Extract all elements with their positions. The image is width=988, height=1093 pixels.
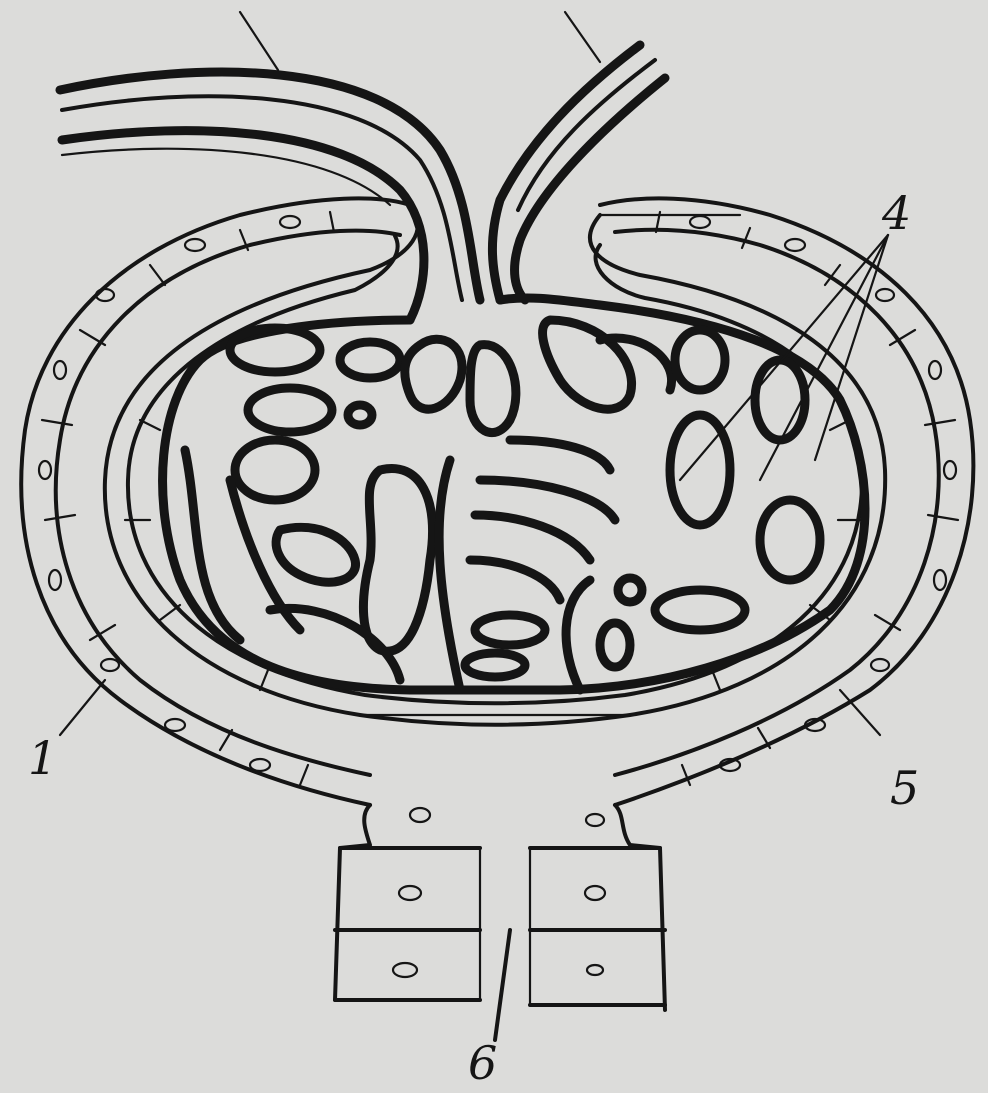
label-1-leader (60, 680, 105, 735)
vessel-leader-right (565, 12, 600, 62)
afferent-arteriole (60, 72, 480, 320)
label-4: 4 (882, 190, 911, 236)
label-5: 5 (890, 765, 919, 811)
label-1: 1 (28, 735, 57, 781)
proximal-tubule (335, 805, 665, 1040)
glomerular-capillaries (163, 298, 865, 690)
efferent-arteriole (492, 45, 665, 300)
vessel-leader-left (240, 12, 278, 70)
label-6: 6 (468, 1040, 497, 1086)
